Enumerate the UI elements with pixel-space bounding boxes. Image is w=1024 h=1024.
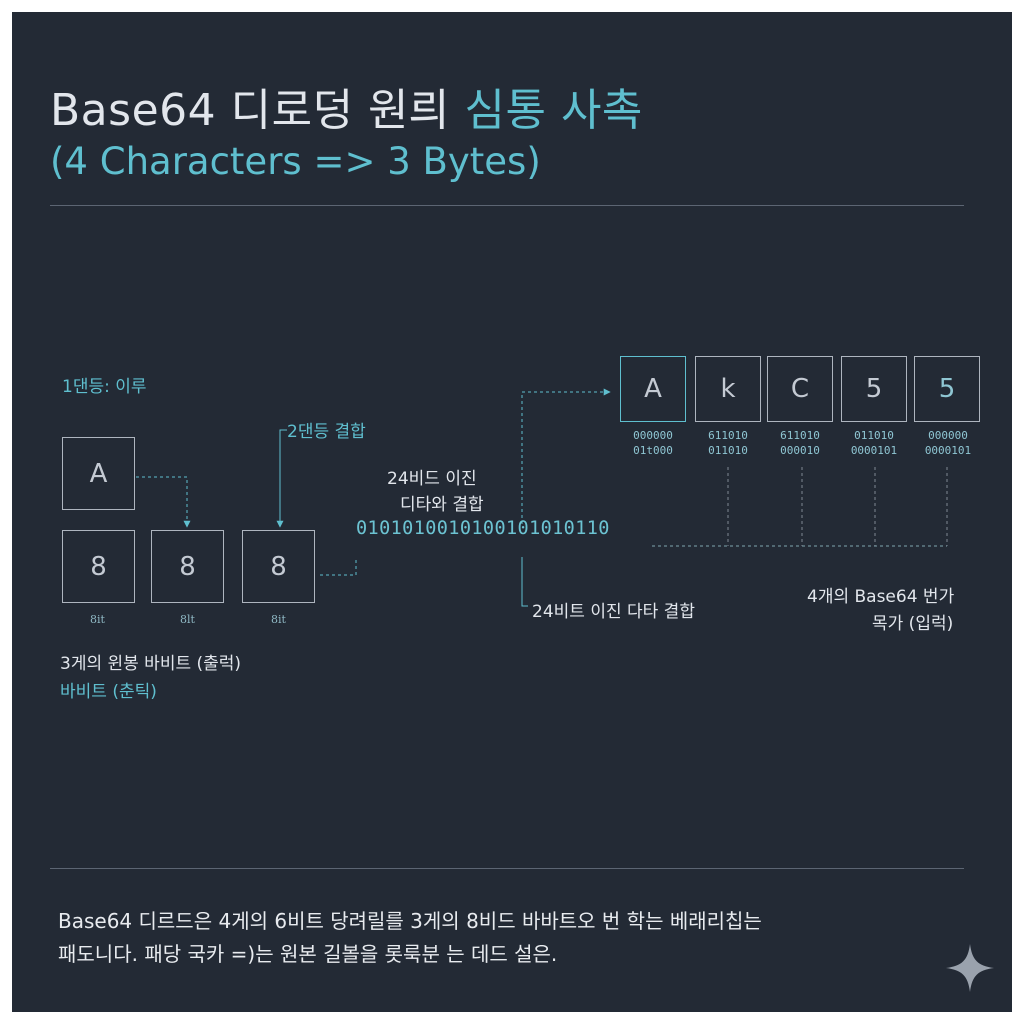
sparkle-icon bbox=[946, 944, 994, 992]
combine-label: 24비드 이진 bbox=[387, 469, 477, 489]
byte-box: 8 bbox=[242, 530, 315, 603]
base64-char-box: 5 bbox=[841, 356, 907, 422]
base64-char-box: k bbox=[695, 356, 761, 422]
page-subtitle: (4 Characters => 3 Bytes) bbox=[50, 140, 541, 183]
footer-text-line1: Base64 디르드은 4게의 6비트 당려릴를 3게의 8비드 바바트오 번 … bbox=[58, 909, 762, 933]
byte-box: 8 bbox=[62, 530, 135, 603]
base64-char-box: 5 bbox=[914, 356, 980, 422]
raw-bytes-caption-2: 바비트 (춘틱) bbox=[60, 682, 157, 702]
step2-label: 2댄등 결합 bbox=[287, 422, 366, 442]
byte-box: 8 bbox=[151, 530, 224, 603]
base64-caption-2: 목가 (입럭) bbox=[872, 614, 954, 634]
title-text: Base64 디로덩 원릐 bbox=[50, 85, 465, 136]
footer-text-line2: 패도니다. 패당 국카 =)는 원본 길볼을 롯룩분 는 데드 설은. bbox=[58, 942, 558, 966]
combine-label-2: 디타와 결합 bbox=[400, 495, 484, 515]
base64-char-box: C bbox=[767, 356, 833, 422]
footer-divider bbox=[50, 868, 964, 869]
title-highlight: 심통 사촉 bbox=[464, 85, 643, 136]
bit-label: 8it bbox=[90, 613, 105, 626]
base64-caption: 4개의 Base64 번가 bbox=[807, 587, 955, 607]
bit-label: 8it bbox=[271, 613, 286, 626]
step1-label: 1댄등: 이루 bbox=[62, 377, 147, 397]
raw-bytes-caption: 3게의 윈봉 바비트 (출럭) bbox=[60, 654, 242, 674]
connector-lines bbox=[136, 388, 948, 607]
page-title: Base64 디로덩 원릐 심통 사촉 bbox=[50, 74, 643, 138]
title-divider bbox=[50, 205, 964, 206]
diagram-canvas: Base64 디로덩 원릐 심통 사촉 (4 Characters => 3 B… bbox=[12, 12, 1012, 1012]
input-char-box: A bbox=[62, 437, 135, 510]
bit-label: 8lt bbox=[180, 613, 195, 626]
combined-caption: 24비트 이진 다타 결합 bbox=[532, 602, 695, 622]
base64-char-box: A bbox=[620, 356, 686, 422]
bit-string: 0101010010100101010110 bbox=[356, 518, 610, 539]
